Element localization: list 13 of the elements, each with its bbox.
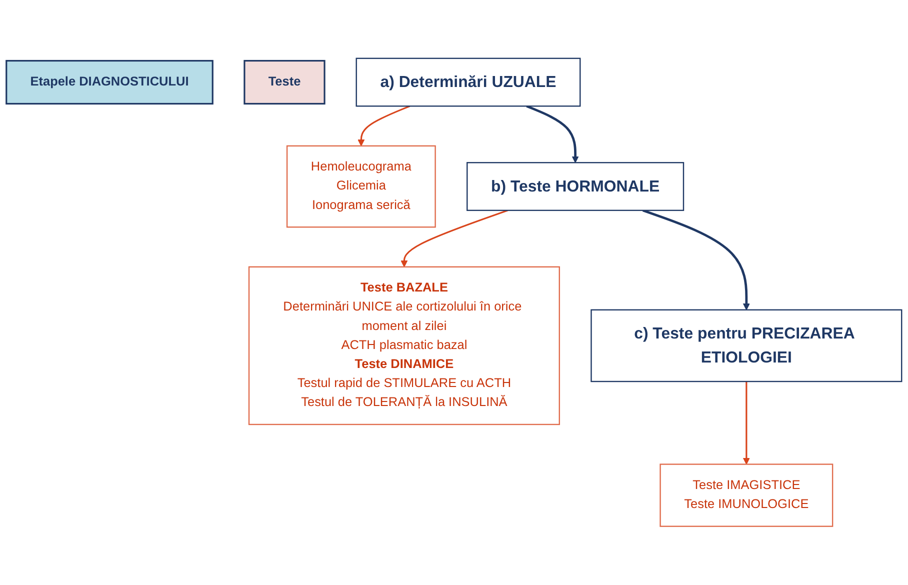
arrow [358, 106, 410, 146]
node-box: Hemoleucograma Glicemia Ionograma serică [286, 145, 436, 228]
arrow [400, 210, 508, 268]
arrow [642, 209, 750, 310]
node-box: Teste BAZALE Determinări UNICE ale cortizolului în orice moment al zilei ACTH plasmatic bazal Teste DINAMICE Testul rapid de STIMULARE cu ACTH Testul de TOLERANȚĂ la INSULINĂ [248, 266, 560, 426]
arrow [526, 105, 579, 164]
node-box: Teste [244, 60, 326, 105]
arrow [742, 382, 750, 465]
node-box: Teste IMAGISTICE Teste IMUNOLOGICE [660, 464, 834, 528]
node-box: c) Teste pentru PRECIZAREA ETIOLOGIEI [590, 309, 902, 382]
node-box: a) Determinări UZUALE [356, 58, 581, 107]
node-box: Etapele DIAGNOSTICULUI [6, 60, 214, 105]
node-box: b) Teste HORMONALE [466, 162, 684, 212]
